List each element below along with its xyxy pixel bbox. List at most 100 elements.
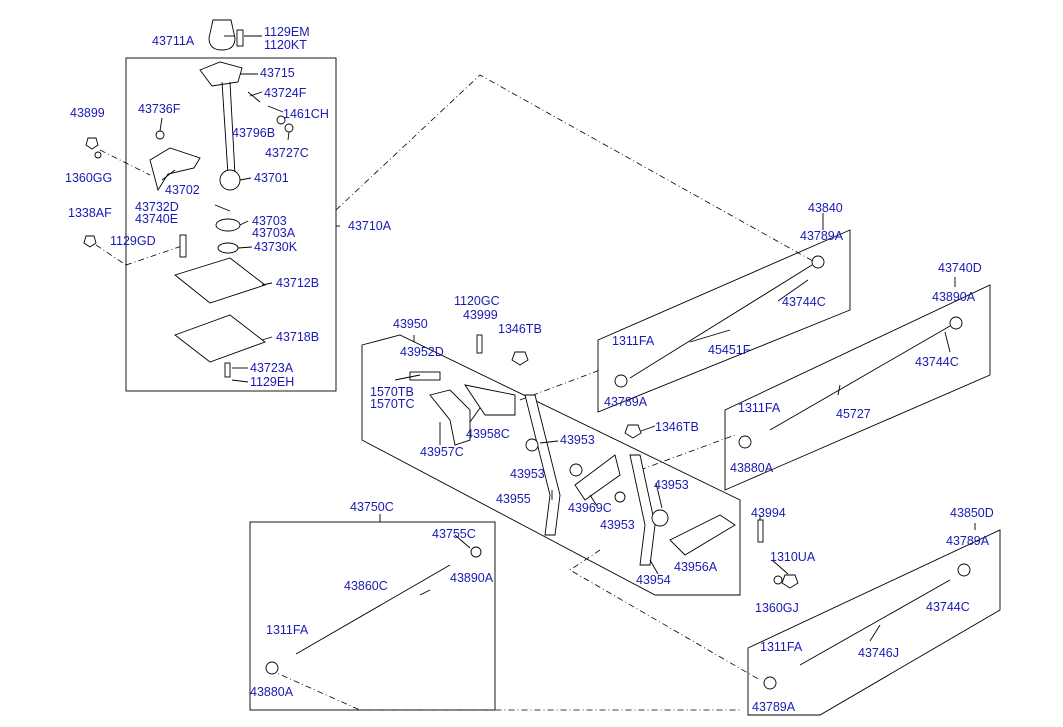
nut	[85, 137, 99, 150]
label-1129EM: 1129EM	[264, 25, 310, 39]
nut	[83, 235, 97, 248]
label-43789A-2: 43789A	[604, 395, 648, 409]
label-1338AF: 1338AF	[68, 206, 112, 220]
plate-43712B	[174, 257, 266, 304]
part-labels: 43711A 1129EM 1120KT 43715 43724F 43736F…	[65, 25, 994, 714]
label-43953-3: 43953	[600, 518, 635, 532]
cable-end	[265, 661, 279, 675]
lever-shaft	[229, 81, 236, 176]
label-1346TB-2: 1346TB	[655, 420, 699, 434]
cable-43746J	[799, 579, 951, 666]
label-43899: 43899	[70, 106, 105, 120]
lever-ball	[219, 169, 241, 191]
label-1310UA: 1310UA	[770, 550, 816, 564]
label-43850D: 43850D	[950, 506, 994, 520]
label-43718B: 43718B	[276, 330, 319, 344]
lever-43954	[629, 454, 656, 566]
label-1129EH: 1129EH	[250, 375, 294, 389]
cable-end	[763, 676, 777, 690]
o-ring	[217, 242, 239, 254]
label-43736F: 43736F	[138, 102, 181, 116]
nut-1346TB	[624, 424, 642, 439]
label-1129GD: 1129GD	[110, 234, 156, 248]
bushing-43953	[614, 491, 626, 503]
label-43740E: 43740E	[135, 212, 178, 226]
label-43954: 43954	[636, 573, 671, 587]
cable-43750C-box	[249, 521, 496, 711]
plate-43956A	[669, 514, 736, 556]
label-43723A: 43723A	[250, 361, 294, 375]
label-43744C-1: 43744C	[782, 295, 826, 309]
bolt-1120GC	[476, 334, 483, 354]
label-43994: 43994	[751, 506, 786, 520]
cable-end	[957, 563, 971, 577]
label-43952D: 43952D	[400, 345, 444, 359]
cable-43860C	[295, 564, 451, 655]
phantom-line	[95, 244, 127, 266]
label-1311FA-4: 1311FA	[760, 640, 803, 654]
label-43710A: 43710A	[348, 219, 392, 233]
label-43789A-1: 43789A	[800, 229, 844, 243]
label-43755C: 43755C	[432, 527, 476, 541]
bushing-43953	[525, 438, 539, 452]
cable-45727	[769, 325, 951, 431]
label-43956A: 43956A	[674, 560, 718, 574]
pin-43952D	[409, 371, 441, 381]
label-1346TB-1: 1346TB	[498, 322, 542, 336]
bracket-43958C	[464, 384, 516, 416]
shift-lever-assembly-box	[125, 57, 337, 392]
label-43999: 43999	[463, 308, 498, 322]
label-1120GC: 1120GC	[454, 294, 500, 308]
cable-43850D-box	[747, 529, 1001, 716]
lever-shaft	[221, 81, 229, 176]
label-43860C: 43860C	[344, 579, 388, 593]
label-43890A-2: 43890A	[450, 571, 494, 585]
cable-end	[614, 374, 628, 388]
label-43796B: 43796B	[232, 126, 275, 140]
cable-end	[738, 435, 752, 449]
bracket-43957C	[429, 389, 471, 446]
label-43703: 43703	[252, 214, 287, 228]
label-43953-4: 43953	[654, 478, 689, 492]
nut-1346TB	[511, 351, 529, 366]
washer	[94, 151, 102, 159]
spring	[247, 91, 261, 103]
label-43732D: 43732D	[135, 200, 179, 214]
bracket-43950-box	[361, 334, 741, 596]
label-1311FA-1: 1311FA	[612, 334, 655, 348]
label-1311FA-2: 1311FA	[738, 401, 781, 415]
label-43840: 43840	[808, 201, 843, 215]
bushing-43953	[651, 509, 669, 527]
label-45451F: 45451F	[708, 343, 751, 357]
label-43744C-3: 43744C	[926, 600, 970, 614]
label-45727: 45727	[836, 407, 871, 421]
label-43711A: 43711A	[152, 34, 195, 48]
shift-knob	[208, 19, 236, 51]
label-43880A-1: 43880A	[730, 461, 774, 475]
label-1311FA-3: 1311FA	[266, 623, 309, 637]
bushing-43953	[569, 463, 583, 477]
phantom-line	[569, 549, 761, 681]
washer	[276, 115, 286, 125]
phantom-line	[269, 669, 740, 711]
cable-end	[470, 546, 482, 558]
label-43703A: 43703A	[252, 226, 296, 240]
label-43789A-3: 43789A	[946, 534, 990, 548]
label-1570TB: 1570TB	[370, 385, 414, 399]
bolt-43994	[757, 519, 764, 543]
label-1360GG: 1360GG	[65, 171, 112, 185]
cable-end	[811, 255, 825, 269]
cable-45451F	[629, 264, 813, 379]
plate-43969C	[574, 454, 621, 501]
bolt	[224, 362, 231, 378]
label-43750C: 43750C	[350, 500, 394, 514]
label-43969C: 43969C	[568, 501, 612, 515]
bushing	[155, 130, 165, 140]
label-1461CH: 1461CH	[283, 107, 329, 121]
nut-1310UA	[781, 574, 799, 589]
phantom-line	[335, 74, 821, 266]
label-43712B: 43712B	[276, 276, 319, 290]
leader-lines	[159, 35, 976, 642]
phantom-line	[639, 434, 736, 471]
